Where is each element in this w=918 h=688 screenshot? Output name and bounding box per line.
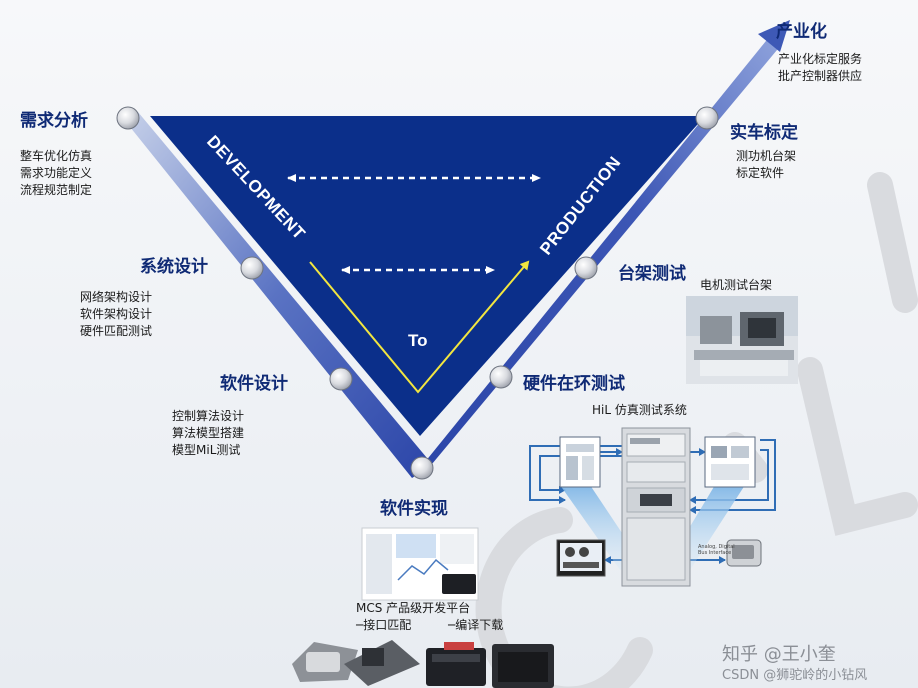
node-hil-test <box>490 366 512 388</box>
node-software-design <box>330 368 352 390</box>
svg-text:Bus Interface: Bus Interface <box>698 550 731 556</box>
vehicle-cal-item: 标定软件 <box>736 165 796 182</box>
requirements-item: 流程规范制定 <box>20 182 92 199</box>
stage-title-bench-test: 台架测试 <box>618 259 686 284</box>
mcs-interface-item: ─接口匹配 <box>356 617 411 634</box>
stage-title-requirements: 需求分析 <box>20 106 88 131</box>
stage-title-industrialization: 产业化 <box>776 17 827 42</box>
zhihu-watermark: 知乎 @王小奎 <box>722 640 836 666</box>
stage-items-vehicle-cal: 测功机台架 标定软件 <box>736 148 796 182</box>
node-requirements <box>117 107 139 129</box>
node-software-impl <box>411 457 433 479</box>
software-design-item: 算法模型搭建 <box>172 425 244 442</box>
stage-items-industrialization: 产业化标定服务 批产控制器供应 <box>778 51 862 85</box>
requirements-item: 需求功能定义 <box>20 165 92 182</box>
mcs-software-screenshot <box>362 528 478 600</box>
vehicle-cal-item: 测功机台架 <box>736 148 796 165</box>
software-design-item: 控制算法设计 <box>172 408 244 425</box>
system-design-item: 网络架构设计 <box>80 289 152 306</box>
stage-title-software-design: 软件设计 <box>220 369 288 394</box>
mcs-download-item: ─编译下载 <box>448 617 503 634</box>
bench-test-photo <box>686 296 798 384</box>
industrialization-item: 批产控制器供应 <box>778 68 862 85</box>
to-label: To <box>408 331 428 350</box>
node-system-design <box>241 257 263 279</box>
software-design-item: 模型MiL测试 <box>172 442 244 459</box>
system-design-item: 软件架构设计 <box>80 306 152 323</box>
mcs-title: MCS 产品级开发平台 <box>356 600 470 617</box>
csdn-watermark: CSDN @狮驼岭的小钻风 <box>722 664 867 683</box>
requirements-item: 整车优化仿真 <box>20 148 92 165</box>
stage-title-hil-test: 硬件在环测试 <box>523 369 625 394</box>
node-vehicle-cal <box>696 107 718 129</box>
bench-test-item: 电机测试台架 <box>700 277 772 294</box>
controller-hardware-photos <box>292 640 554 688</box>
node-bench-test <box>575 257 597 279</box>
stage-title-software-impl: 软件实现 <box>380 494 448 519</box>
stage-title-system-design: 系统设计 <box>140 252 208 277</box>
stage-title-vehicle-cal: 实车标定 <box>730 118 798 143</box>
industrialization-item: 产业化标定服务 <box>778 51 862 68</box>
hil-system-illustration: Analog, Digital Bus Interface <box>530 428 775 586</box>
system-design-item: 硬件匹配测试 <box>80 323 152 340</box>
stage-items-requirements: 整车优化仿真 需求功能定义 流程规范制定 <box>20 148 92 199</box>
hil-system-label: HiL 仿真测试系统 <box>592 402 687 419</box>
stage-items-software-design: 控制算法设计 算法模型搭建 模型MiL测试 <box>172 408 244 459</box>
stage-items-system-design: 网络架构设计 软件架构设计 硬件匹配测试 <box>80 289 152 340</box>
